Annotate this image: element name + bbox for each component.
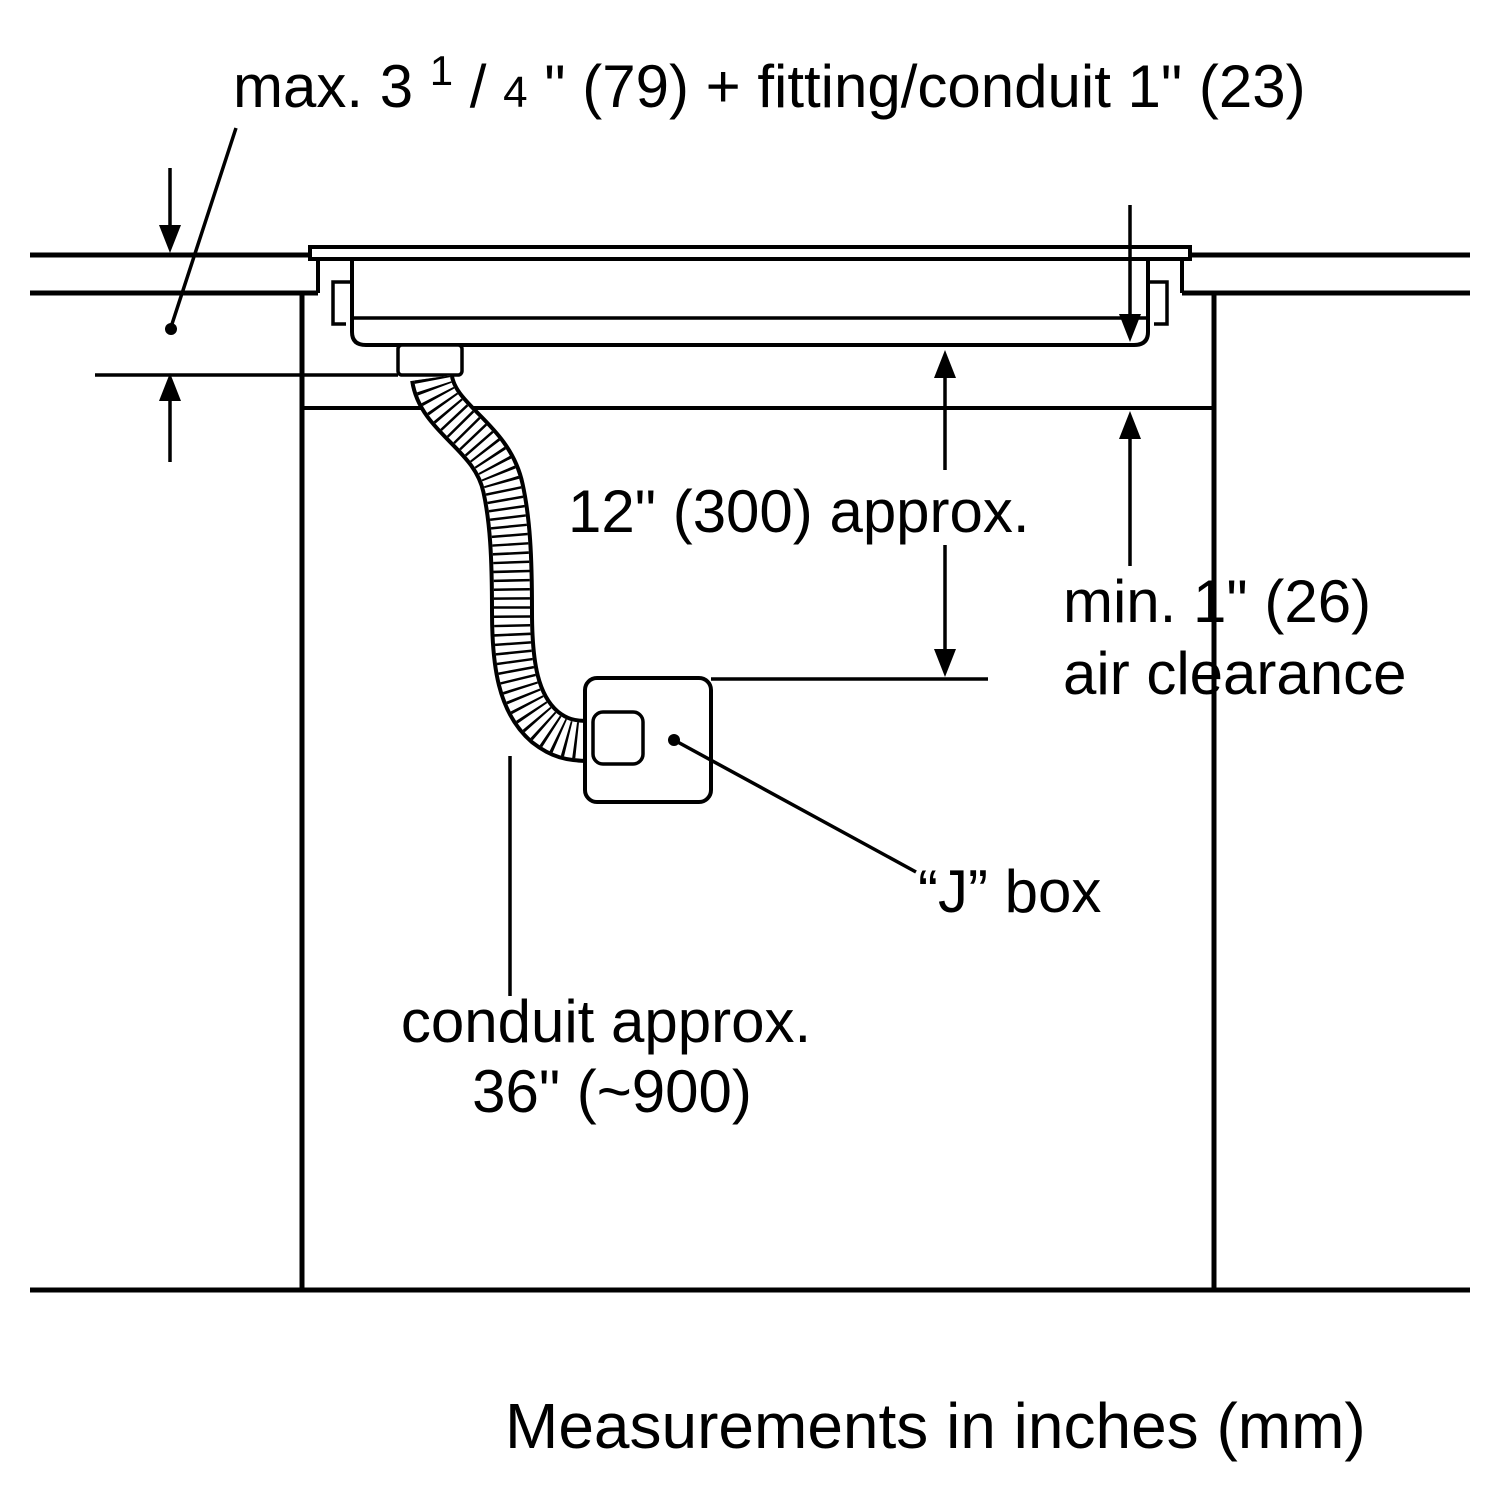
junction-box xyxy=(583,676,988,804)
air-clearance-label-line1: min. 1" (26) xyxy=(1063,568,1371,635)
conduit-fitting xyxy=(396,343,464,377)
leader-lines xyxy=(508,734,917,996)
cooktop-clamp-right xyxy=(1148,280,1169,326)
conduit-fill xyxy=(414,373,591,759)
junction-box-connector xyxy=(591,710,645,766)
top-dimension-leader-line xyxy=(170,127,238,325)
cooktop xyxy=(308,245,1192,377)
top-dimension-prefix: max. 3 xyxy=(233,53,413,120)
cooktop-clamp-left xyxy=(331,280,352,326)
top-dimension-frac-denominator: 4 xyxy=(503,68,527,117)
top-dimension-frac-slash: / xyxy=(470,53,487,120)
conduit-label-line1: conduit approx. xyxy=(401,988,811,1055)
flexible-conduit xyxy=(410,373,591,763)
air-clearance-label-line2: air clearance xyxy=(1063,640,1407,707)
top-dimension-suffix: " (79) + fitting/conduit 1" (23) xyxy=(544,53,1305,120)
top-dimension-leader-dot xyxy=(165,323,177,335)
cooktop-glass xyxy=(308,245,1192,261)
junction-box-body xyxy=(583,676,713,804)
countertop xyxy=(30,252,1470,296)
cooktop-body xyxy=(350,259,1150,347)
top-dimension-frac-numerator: 1 xyxy=(430,47,453,94)
top-dimension-label: max. 3 1 / 4 " (79) + fitting/conduit 1"… xyxy=(233,31,1306,120)
top-dimension-arrowhead-down xyxy=(159,225,181,253)
dimension-12-inch-label: 12" (300) approx. xyxy=(568,478,1030,545)
conduit-label-line2: 36" (~900) xyxy=(472,1058,752,1125)
junction-box-label: “J” box xyxy=(918,858,1101,925)
jbox-leader-line xyxy=(673,738,917,874)
dim12-arrowhead-up xyxy=(934,350,956,378)
dim12-arrowhead-down xyxy=(934,649,956,677)
cabinet xyxy=(30,293,1470,1293)
air-clearance-arrowhead-up xyxy=(1119,411,1141,439)
top-dimension-graphics xyxy=(95,127,398,462)
top-dimension-arrowhead-up xyxy=(159,373,181,401)
air-clearance-arrowhead-down xyxy=(1119,314,1141,342)
dimension-12-inch-graphics xyxy=(934,350,956,677)
caption: Measurements in inches (mm) xyxy=(505,1390,1366,1462)
air-clearance-graphics xyxy=(1119,205,1141,566)
